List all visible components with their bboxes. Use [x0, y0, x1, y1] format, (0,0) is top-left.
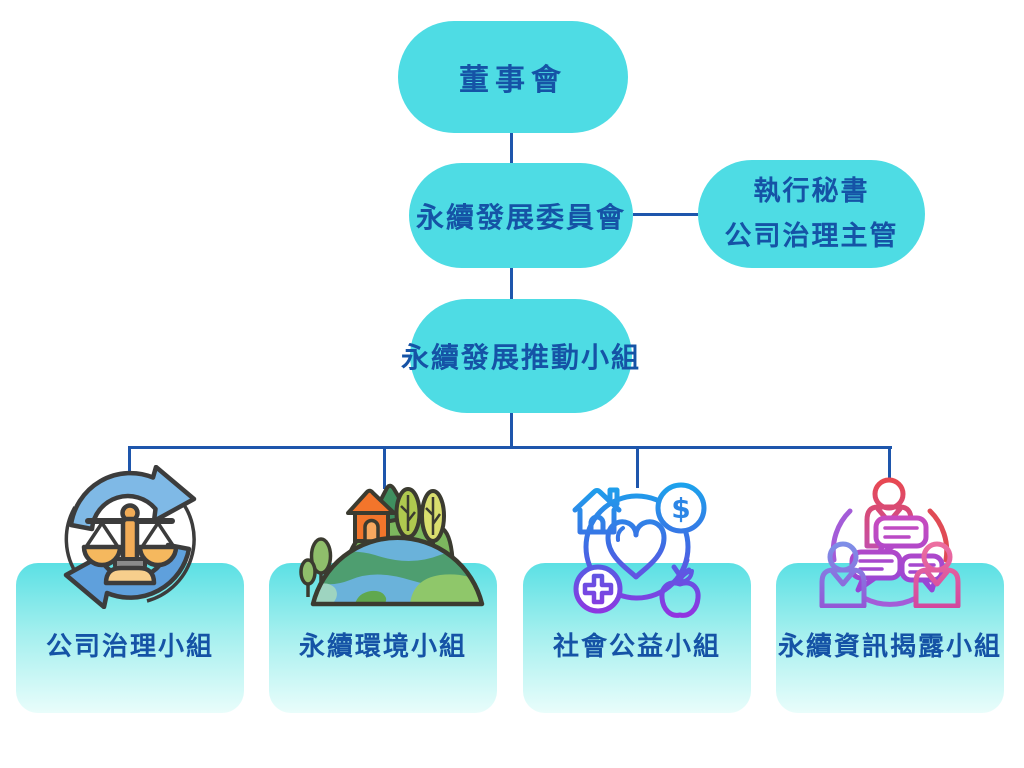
node-label-line2: 公司治理主管 — [724, 221, 899, 251]
node-board-of-directors: 董事會 — [398, 21, 628, 133]
node-sustainability-committee: 永續發展委員會 — [409, 163, 633, 268]
branch-drop-environment — [383, 446, 386, 489]
node-promotion-taskforce: 永續發展推動小組 — [401, 299, 639, 413]
branch-drop-governance — [128, 446, 131, 472]
team-card-social-welfare: 社會公益小組 — [523, 563, 751, 713]
social-welfare-heart-icon: $ — [572, 482, 707, 618]
disclosure-people-icon — [819, 477, 961, 608]
team-label: 社會公益小組 — [552, 631, 722, 661]
node-label: 永續發展推動小組 — [401, 342, 642, 373]
connector-taskforce-branch — [510, 412, 513, 447]
branch-drop-social-welfare — [636, 446, 639, 488]
team-label: 永續環境小組 — [298, 631, 468, 661]
node-label: 永續發展委員會 — [415, 201, 626, 233]
branch-drop-disclosure — [888, 446, 891, 480]
node-label: 董事會 — [459, 64, 567, 97]
connector-committee-secretary — [633, 213, 698, 216]
branch-horizontal-line — [128, 446, 892, 449]
connector-board-committee — [510, 133, 513, 164]
governance-scales-icon — [63, 465, 197, 609]
environment-earth-icon — [299, 483, 485, 607]
team-label: 永續資訊揭露小組 — [777, 631, 1003, 661]
node-label-line1: 執行秘書 — [753, 176, 870, 207]
connector-committee-taskforce — [510, 268, 513, 300]
node-executive-secretary: 執行秘書 公司治理主管 — [698, 160, 925, 268]
team-label: 公司治理小組 — [45, 631, 215, 661]
team-card-disclosure: 永續資訊揭露小組 — [776, 563, 1004, 713]
dollar-glyph: $ — [671, 492, 690, 525]
